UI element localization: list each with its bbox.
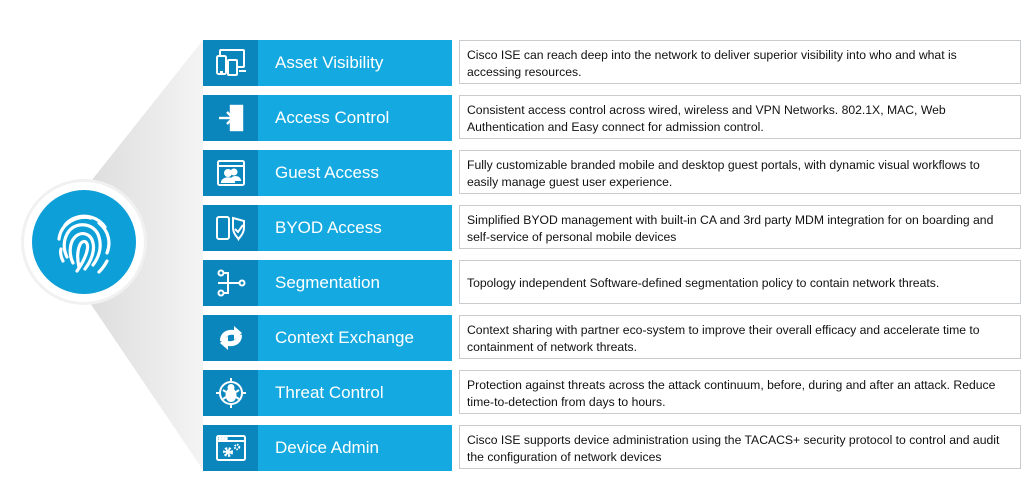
- feature-description: Cisco ISE can reach deep into the networ…: [459, 40, 1021, 84]
- feature-label: Segmentation: [275, 273, 380, 292]
- feature-label: BYOD Access: [275, 218, 382, 237]
- segmentation-icon: [203, 260, 258, 306]
- feature-description: Topology independent Software-defined se…: [459, 260, 1021, 304]
- list-item: BYOD Access Simplified BYOD management w…: [203, 205, 1023, 251]
- list-item: Segmentation Topology independent Softwa…: [203, 260, 1023, 306]
- feature-description: Simplified BYOD management with built-in…: [459, 205, 1021, 249]
- list-item: Asset Visibility Cisco ISE can reach dee…: [203, 40, 1023, 86]
- feature-description: Protection against threats across the at…: [459, 370, 1021, 414]
- feature-label: Threat Control: [275, 383, 384, 402]
- feature-label: Asset Visibility: [275, 53, 384, 72]
- admin-gear-window-icon: [203, 425, 258, 471]
- feature-description: Context sharing with partner eco-system …: [459, 315, 1021, 359]
- fingerprint-icon: [57, 214, 111, 274]
- feature-description: Cisco ISE supports device administration…: [459, 425, 1021, 469]
- feature-description: Fully customizable branded mobile and de…: [459, 150, 1021, 194]
- feature-label: Device Admin: [275, 438, 379, 457]
- devices-icon: [203, 40, 258, 86]
- feature-tile-threat-control[interactable]: Threat Control: [203, 370, 452, 416]
- list-item: Device Admin Cisco ISE supports device a…: [203, 425, 1023, 471]
- feature-tile-asset-visibility[interactable]: Asset Visibility: [203, 40, 452, 86]
- mobile-shield-icon: [203, 205, 258, 251]
- sign-in-icon: [203, 95, 258, 141]
- exchange-arrows-icon: [203, 315, 258, 361]
- fingerprint-circle: [32, 190, 136, 294]
- feature-label: Access Control: [275, 108, 390, 127]
- list-item: Access Control Consistent access control…: [203, 95, 1023, 141]
- list-item: Context Exchange Context sharing with pa…: [203, 315, 1023, 361]
- guest-users-icon: [203, 150, 258, 196]
- feature-description: Consistent access control across wired, …: [459, 95, 1021, 139]
- feature-tile-segmentation[interactable]: Segmentation: [203, 260, 452, 306]
- feature-label: Guest Access: [275, 163, 379, 182]
- list-item: Threat Control Protection against threat…: [203, 370, 1023, 416]
- feature-label: Context Exchange: [275, 328, 414, 347]
- bug-target-icon: [203, 370, 258, 416]
- list-item: Guest Access Fully customizable branded …: [203, 150, 1023, 196]
- feature-tile-access-control[interactable]: Access Control: [203, 95, 452, 141]
- feature-tile-context-exchange[interactable]: Context Exchange: [203, 315, 452, 361]
- feature-tile-device-admin[interactable]: Device Admin: [203, 425, 452, 471]
- feature-tile-byod-access[interactable]: BYOD Access: [203, 205, 452, 251]
- fingerprint-badge: [24, 182, 144, 302]
- feature-tile-guest-access[interactable]: Guest Access: [203, 150, 452, 196]
